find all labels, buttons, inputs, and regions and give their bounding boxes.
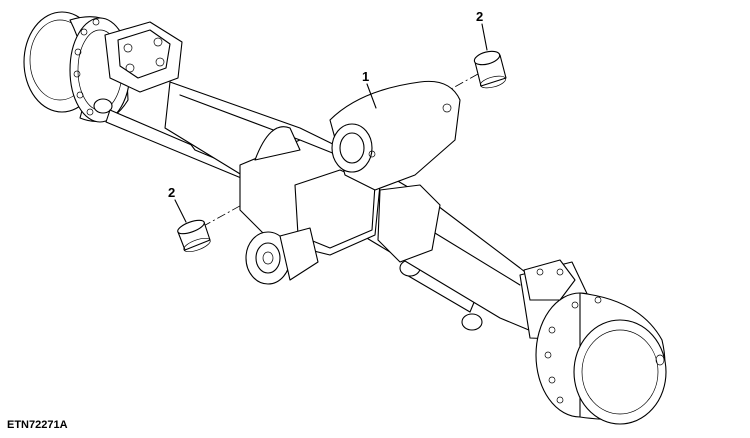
callout-2-lower: 2 [168,185,176,200]
input-flange [245,227,319,285]
figure-id: ETN72271A [7,419,68,431]
leader-line-2-upper [481,23,488,51]
right-wheel-hub [519,259,667,425]
bushing-lower [177,219,211,253]
callout-2-upper: 2 [476,9,484,24]
left-wheel-hub [23,11,131,123]
pivot-bracket [329,80,461,191]
bushing-upper [473,50,507,89]
centre-housing [239,126,441,263]
leader-line-1 [366,83,377,109]
callout-1: 1 [362,69,370,84]
left-knuckle [93,21,183,114]
leader-line-2-lower [174,199,187,223]
